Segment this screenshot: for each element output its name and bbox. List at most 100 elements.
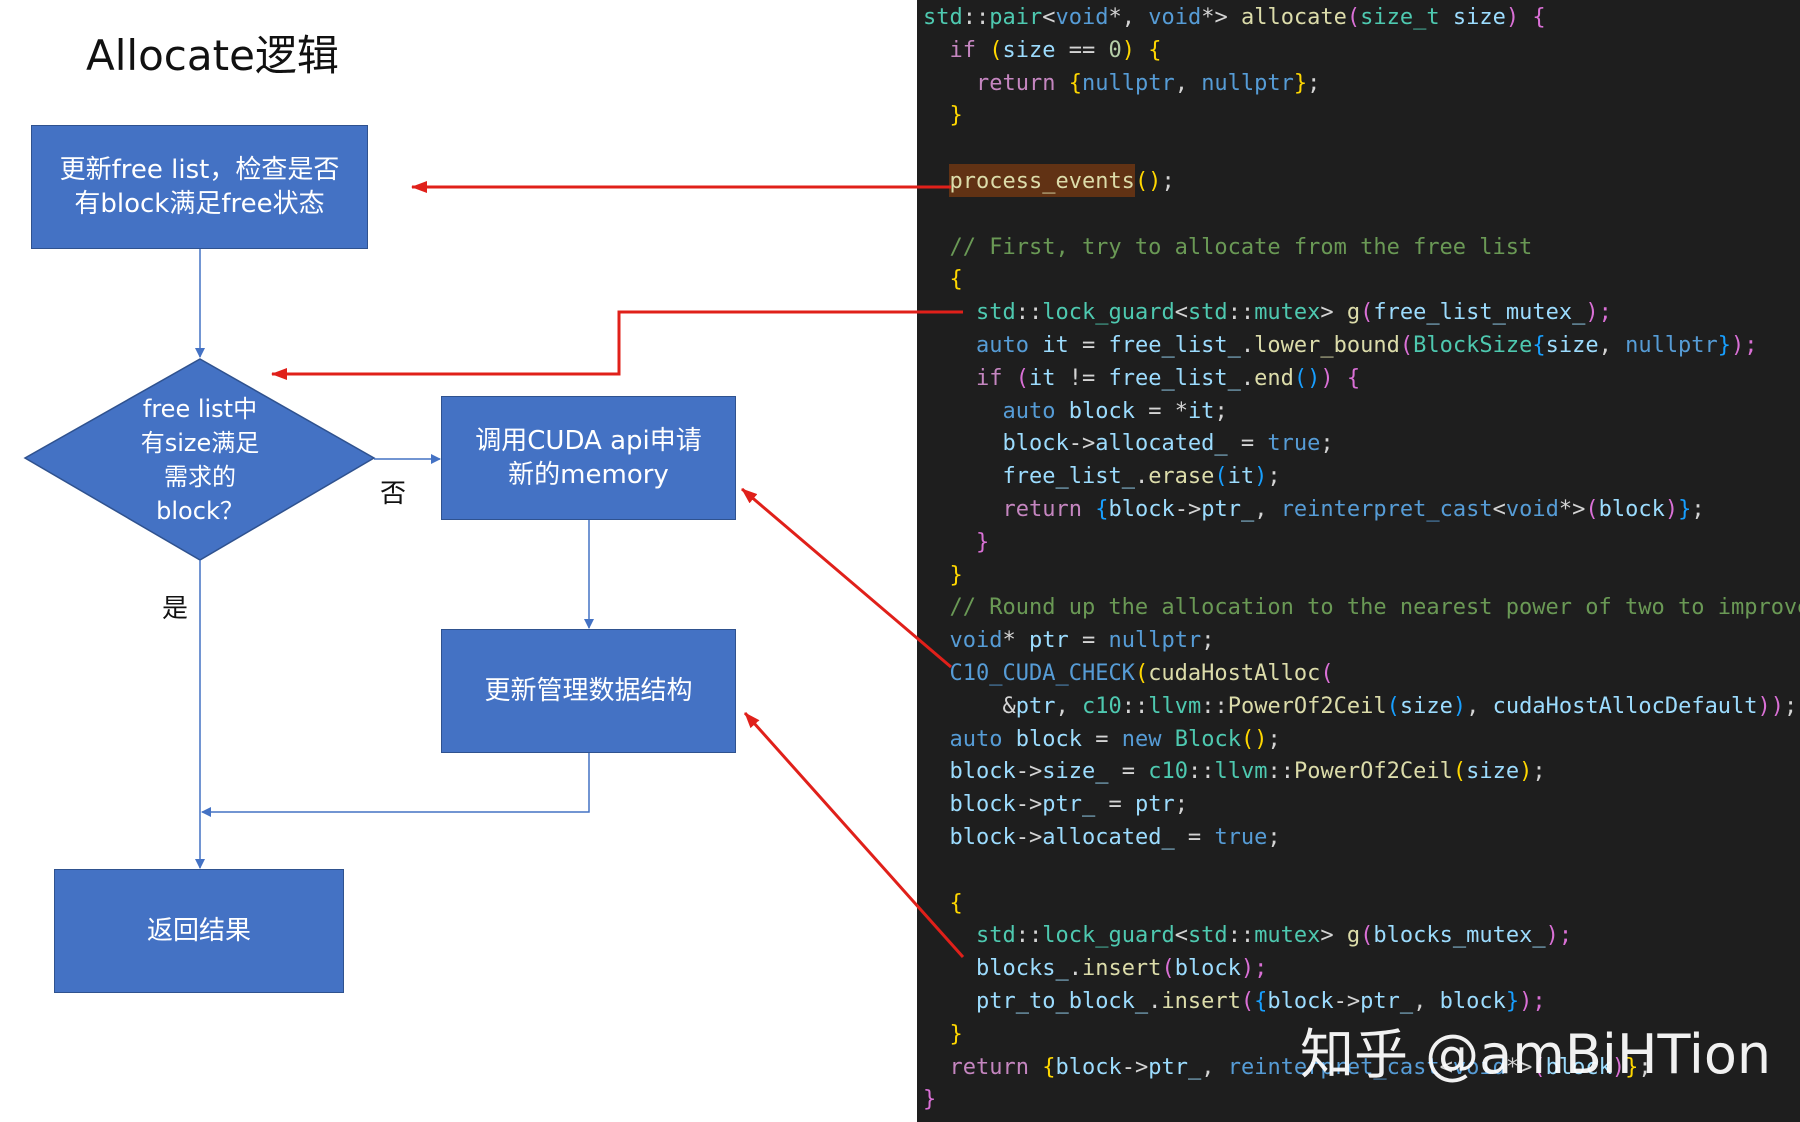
code-token: it	[1187, 398, 1215, 424]
code-token: ;	[1174, 792, 1188, 818]
code-token: &	[923, 693, 1016, 719]
code-token	[923, 923, 976, 948]
code-token: }	[1717, 332, 1732, 358]
code-token: lock_guard	[1042, 923, 1175, 949]
code-line: {	[923, 888, 1800, 921]
code-token: blocks_	[975, 956, 1069, 982]
code-token: ::	[962, 5, 990, 30]
code-line: {	[923, 264, 1800, 297]
code-token: 0	[1108, 37, 1122, 63]
code-token: erase	[1148, 464, 1215, 490]
code-token: ,	[1466, 693, 1493, 719]
code-token: cudaHostAlloc	[1148, 660, 1321, 686]
code-token	[923, 71, 976, 96]
code-token: void	[1148, 5, 1202, 30]
code-token	[923, 333, 976, 358]
code-token: ;	[1532, 759, 1546, 785]
code-token: *,	[1108, 5, 1149, 30]
code-token: reinterpret_cast	[1280, 496, 1493, 522]
no-branch-label: 否	[380, 479, 407, 509]
code-token: ::	[1121, 693, 1149, 719]
code-token: (	[1161, 956, 1175, 982]
code-token: = *	[1134, 398, 1188, 424]
code-token: block	[1015, 726, 1082, 752]
code-token: allocate	[1240, 5, 1347, 30]
code-line: block->allocated_ = true;	[923, 822, 1800, 855]
code-token: ,	[1055, 693, 1082, 719]
code-token: (	[1360, 300, 1374, 326]
code-token: cudaHostAllocDefault	[1492, 693, 1758, 719]
flowchart-canvas	[23, 249, 594, 869]
code-token: (	[1240, 988, 1255, 1014]
code-token	[923, 727, 950, 752]
code-token: ptr	[1015, 693, 1056, 719]
code-token: )	[1664, 496, 1679, 522]
code-block: std::pair<void*, void*> allocate(size_t …	[923, 2, 1800, 1117]
code-token: PowerOf2Ceil	[1293, 759, 1453, 785]
code-token: size	[1452, 5, 1506, 30]
code-line: free_list_.erase(it);	[923, 461, 1800, 494]
code-token: nullptr	[1201, 70, 1294, 96]
code-token: ::	[1015, 300, 1043, 326]
code-token: size_t	[1360, 5, 1440, 30]
code-line: }	[923, 1084, 1800, 1117]
code-token	[923, 661, 950, 686]
code-token: ;	[1320, 431, 1334, 457]
code-token	[923, 825, 950, 850]
code-line: // First, try to allocate from the free …	[923, 232, 1800, 265]
cuda-alloc-line-1: 调用CUDA api申请	[475, 426, 702, 456]
code-token: block	[1598, 496, 1665, 522]
code-token: );	[1240, 956, 1268, 982]
code-token: if	[975, 365, 1003, 391]
code-line: block->allocated_ = true;	[923, 428, 1800, 461]
code-token: block	[1439, 988, 1506, 1014]
code-token: (	[976, 37, 1003, 63]
code-token: block	[949, 759, 1016, 785]
code-token: auto	[1002, 398, 1056, 424]
decision-text: free list中 有size满足 需求的 block？	[100, 390, 300, 530]
code-token: ptr	[1134, 792, 1175, 818]
code-token: C10_CUDA_CHECK	[949, 660, 1135, 686]
code-token: insert	[1081, 956, 1162, 982]
code-token: void	[1055, 5, 1109, 30]
code-token: >	[1320, 300, 1347, 326]
code-token: }	[923, 562, 963, 588]
code-token: ;	[1691, 496, 1705, 522]
code-token: )	[1254, 464, 1268, 490]
code-token: }	[1678, 496, 1692, 522]
code-token: ))	[1757, 693, 1785, 719]
code-token	[1029, 333, 1042, 358]
update-free-list-line-1: 更新free list，检查是否	[59, 155, 340, 185]
code-token: // First, try to allocate from the free …	[923, 234, 1533, 260]
code-token: size	[1466, 759, 1520, 785]
code-token: ->	[1174, 496, 1202, 522]
code-token	[923, 399, 1002, 424]
code-token: llvm	[1148, 693, 1202, 719]
code-token: free_list_mutex_	[1373, 300, 1586, 326]
code-token: new	[1121, 726, 1162, 752]
code-line: process_events();	[923, 166, 1800, 199]
code-token: }	[923, 103, 963, 129]
code-token: size	[1399, 693, 1453, 719]
code-token: .	[1240, 332, 1255, 358]
code-token: ,	[1201, 1054, 1228, 1080]
code-token	[923, 169, 950, 194]
code-line: auto it = free_list_.lower_bound(BlockSi…	[923, 330, 1800, 363]
code-token: (	[1320, 660, 1334, 686]
code-token: .	[1134, 464, 1149, 490]
code-token	[923, 38, 950, 63]
code-token: ;	[1214, 398, 1228, 424]
code-token: <	[1492, 496, 1506, 522]
code-token	[1161, 727, 1174, 752]
code-panel: std::pair<void*, void*> allocate(size_t …	[917, 0, 1800, 1122]
code-token: <	[1042, 5, 1056, 30]
update-structures-label: 更新管理数据结构	[484, 676, 693, 706]
code-token: ->	[1068, 431, 1096, 457]
code-token: *>	[1505, 1054, 1533, 1080]
code-token: // Round up the allocation to the neares…	[923, 595, 1800, 621]
code-line: }	[923, 100, 1800, 133]
code-token: it	[1227, 464, 1255, 490]
return-result-label: 返回结果	[146, 916, 251, 946]
code-line: return {nullptr, nullptr};	[923, 68, 1800, 101]
code-token: allocated_	[1095, 431, 1228, 457]
